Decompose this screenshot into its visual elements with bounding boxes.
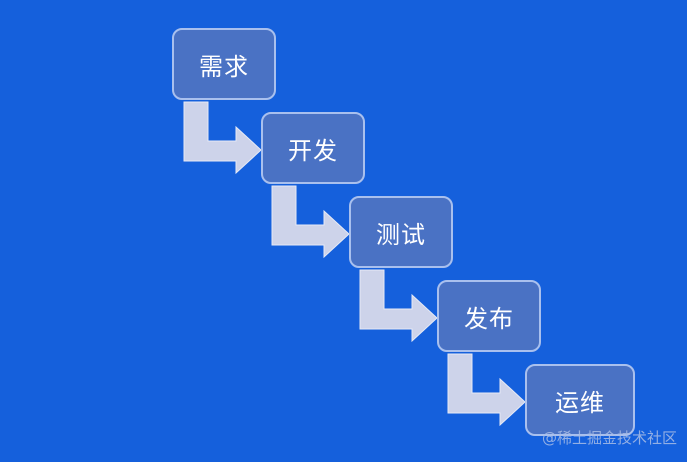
arrow-icon (359, 269, 438, 343)
step-development: 开发 (261, 112, 365, 184)
step-testing: 测试 (349, 196, 453, 268)
arrow-icon (447, 353, 526, 427)
step-label: 开发 (288, 136, 338, 165)
arrow-icon (271, 185, 350, 259)
step-label: 需求 (199, 52, 249, 81)
arrow-icon (183, 101, 262, 175)
step-label: 发布 (464, 304, 514, 333)
watermark: @稀土掘金技术社区 (541, 429, 677, 447)
step-release: 发布 (437, 280, 541, 352)
step-requirements: 需求 (172, 28, 276, 100)
step-label: 测试 (376, 220, 426, 249)
step-operations: 运维 (525, 364, 635, 436)
step-label: 运维 (555, 388, 605, 417)
